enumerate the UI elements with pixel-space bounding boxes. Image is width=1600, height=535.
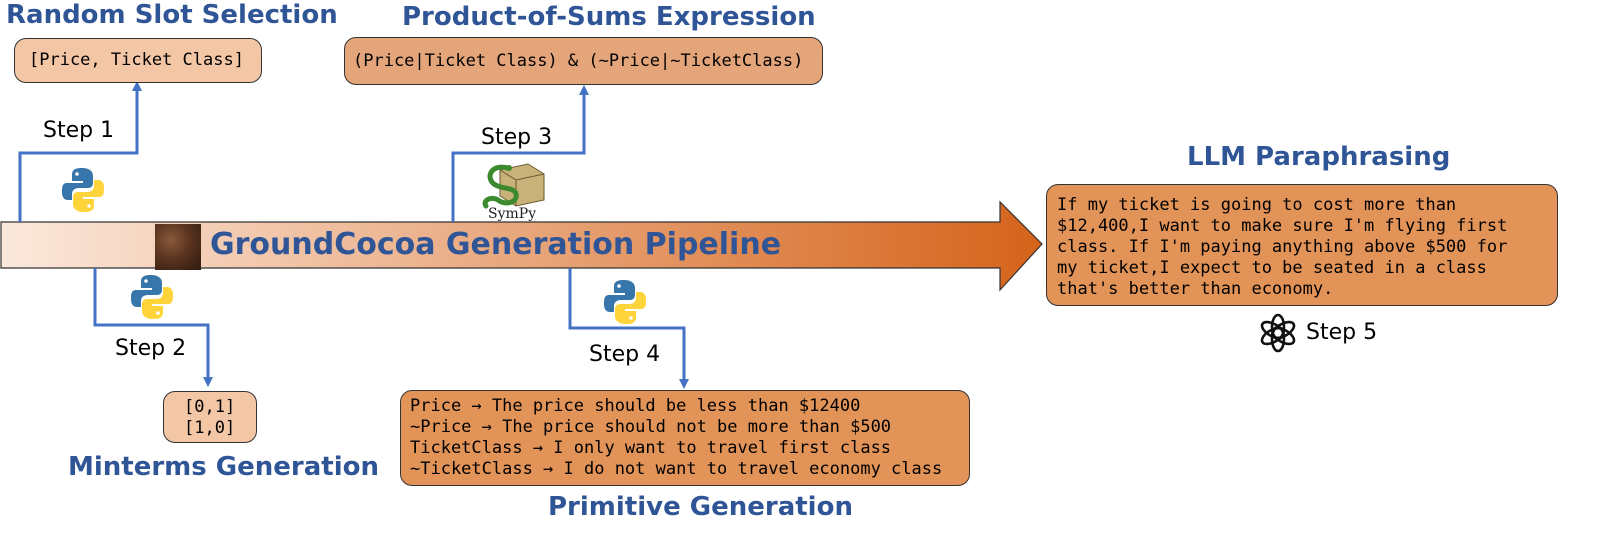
primitive-row: Price → The price should be less than $1… — [410, 396, 861, 416]
minterm-row: [1,0] — [184, 418, 236, 438]
paraphrase-line: $12,400,I want to make sure I'm flying f… — [1057, 216, 1508, 236]
paraphrase-line: class. If I'm paying anything above $500… — [1057, 237, 1508, 257]
primitive-row: ~Price → The price should not be more th… — [410, 417, 892, 437]
paraphrase-line: my ticket,I expect to be seated in a cla… — [1057, 258, 1487, 278]
step1-label: Step 1 — [43, 118, 115, 143]
paraphrase-box: If my ticket is going to cost more than … — [1046, 184, 1558, 306]
heading-minterms-generation: Minterms Generation — [68, 452, 379, 482]
python-icon — [62, 168, 104, 212]
cocoa-icon — [155, 224, 201, 270]
heading-random-slot-selection: Random Slot Selection — [6, 0, 338, 30]
python-icon — [604, 280, 646, 324]
openai-icon — [1260, 313, 1296, 353]
paraphrase-line: that's better than economy. — [1057, 279, 1334, 299]
minterm-row: [0,1] — [184, 397, 236, 417]
primitive-row: TicketClass → I only want to travel firs… — [410, 438, 892, 458]
sympy-label: SymPy — [488, 206, 537, 222]
step2-label: Step 2 — [115, 336, 187, 361]
pos-expression-box: (Price|Ticket Class) & (~Price|~TicketCl… — [344, 37, 823, 85]
python-icon — [131, 275, 173, 319]
paraphrase-line: If my ticket is going to cost more than — [1057, 195, 1457, 215]
heading-llm-paraphrasing: LLM Paraphrasing — [1187, 142, 1451, 172]
step4-connector — [568, 268, 689, 389]
slot-selection-box: [Price, Ticket Class] — [14, 38, 262, 83]
step3-connector — [451, 85, 589, 222]
primitives-box: Price → The price should be less than $1… — [400, 390, 970, 486]
step1-connector — [18, 81, 142, 222]
pos-expression-text: (Price|Ticket Class) & (~Price|~TicketCl… — [353, 51, 804, 71]
step4-label: Step 4 — [589, 342, 661, 367]
step5-label: Step 5 — [1306, 320, 1378, 345]
step2-connector — [93, 268, 213, 387]
primitive-row: ~TicketClass → I do not want to travel e… — [410, 459, 943, 479]
heading-product-of-sums: Product-of-Sums Expression — [402, 2, 816, 32]
minterms-box: [0,1] [1,0] — [163, 391, 257, 443]
heading-primitive-generation: Primitive Generation — [548, 492, 853, 522]
pipeline-title: GroundCocoa Generation Pipeline — [210, 227, 782, 262]
sympy-icon — [482, 163, 545, 209]
slot-selection-text: [Price, Ticket Class] — [29, 50, 244, 70]
step3-label: Step 3 — [481, 125, 553, 150]
